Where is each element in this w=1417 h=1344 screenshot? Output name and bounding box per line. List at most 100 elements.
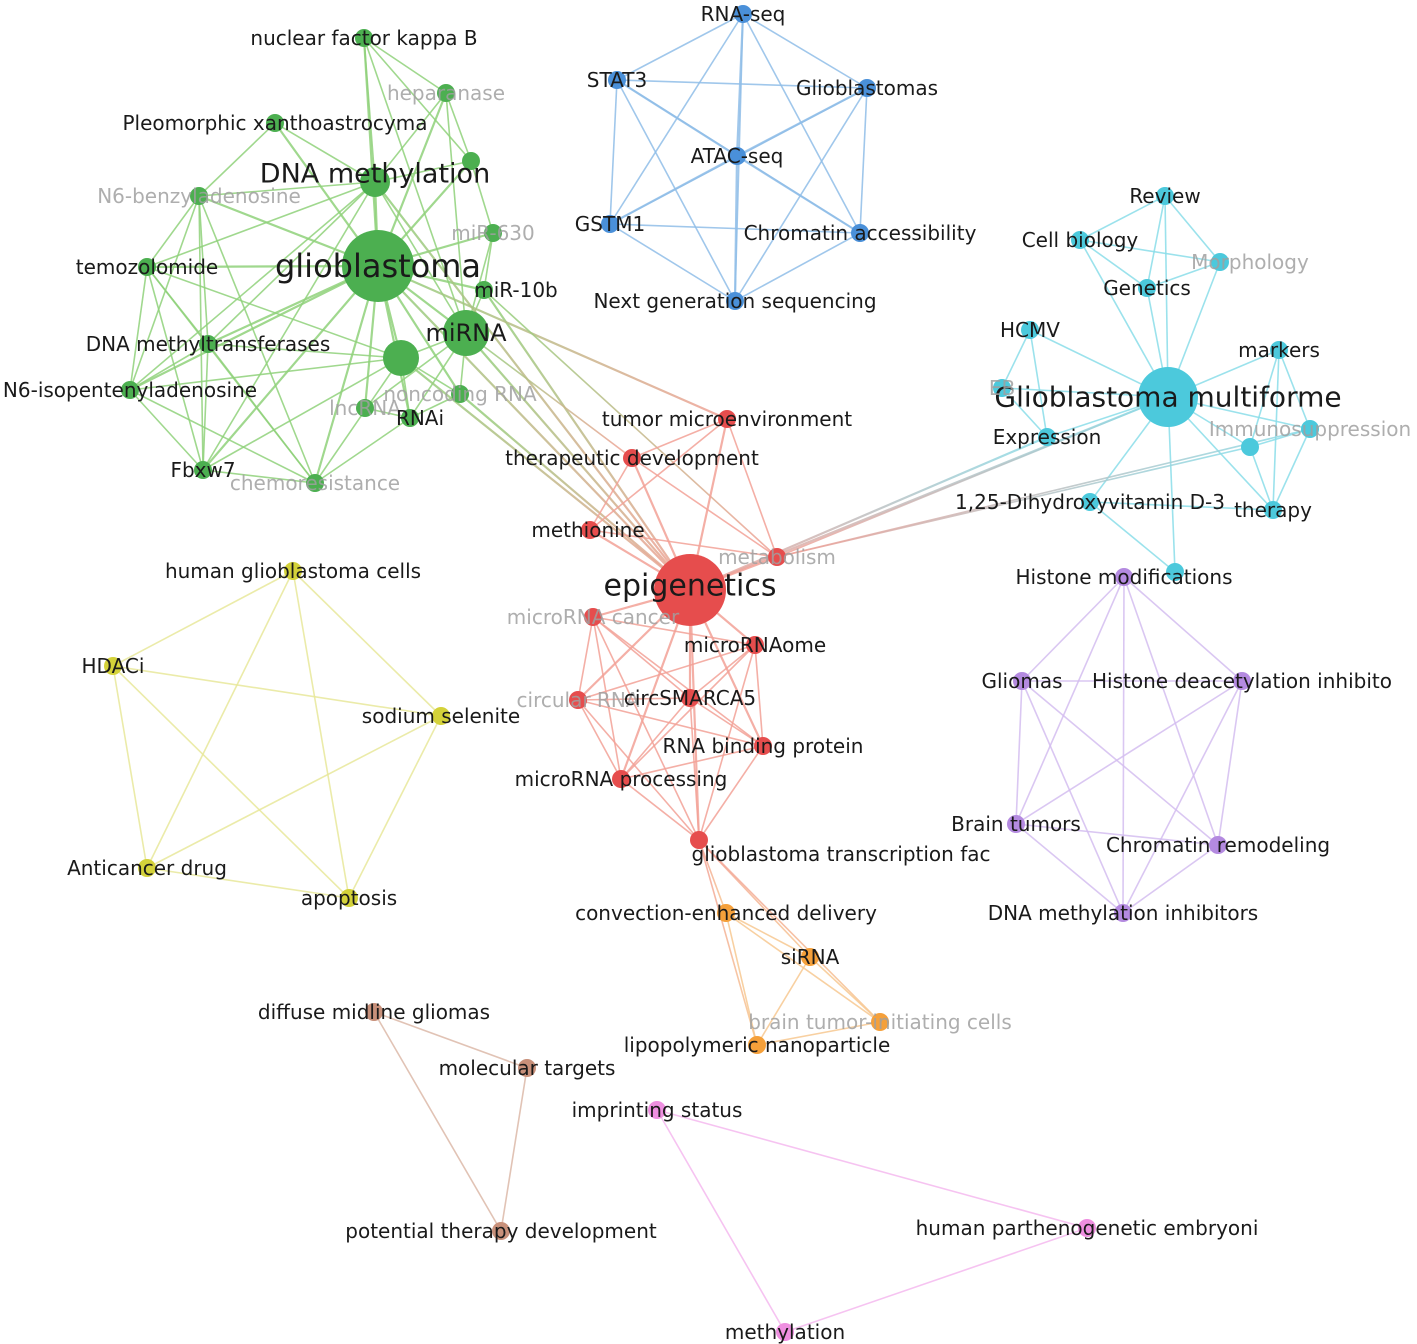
node-human-gbm-cells[interactable]: [284, 562, 302, 580]
node-nfkb[interactable]: [355, 29, 373, 47]
node-mir10b[interactable]: [475, 281, 493, 299]
node-methionine[interactable]: [581, 521, 599, 539]
node-gbm-multiforme[interactable]: [1138, 367, 1198, 427]
node-morphology[interactable]: [1211, 253, 1229, 271]
edge-glioblastoma-fbxw7: [202, 265, 379, 471]
node-mirna[interactable]: [443, 310, 489, 356]
edge-human-gbm-cells-hdaci: [112, 570, 294, 667]
node-imprinting[interactable]: [648, 1101, 666, 1119]
node-temozolomide[interactable]: [138, 258, 156, 276]
edge-circular-rna-circsmarca5: [577, 697, 691, 701]
node-micrornaome[interactable]: [746, 636, 764, 654]
edge-hcmv-expression: [1029, 329, 1048, 438]
node-noncoding[interactable]: [451, 385, 469, 403]
node-potential-therapy[interactable]: [492, 1222, 510, 1240]
node-btic[interactable]: [871, 1013, 889, 1031]
node-rnai[interactable]: [401, 409, 419, 427]
node-apoptosis[interactable]: [340, 889, 358, 907]
node-gstm1[interactable]: [601, 215, 619, 233]
node-markers[interactable]: [1270, 341, 1288, 359]
node-sodium-selenite[interactable]: [432, 707, 450, 725]
node-hdaci[interactable]: [104, 657, 122, 675]
node-mir630[interactable]: [484, 224, 502, 242]
node-tumor-micro[interactable]: [718, 410, 736, 428]
node-gbm-tf[interactable]: [690, 831, 708, 849]
node-hdac-inhib[interactable]: [1233, 672, 1251, 690]
node-cyan-b[interactable]: [1166, 563, 1184, 581]
node-anticancer[interactable]: [138, 859, 156, 877]
node-methylation[interactable]: [776, 1323, 794, 1341]
label-markers: markers: [1238, 338, 1320, 362]
node-chromatin-acc[interactable]: [851, 224, 869, 242]
label-lipopoly: lipopolymeric nanoparticle: [624, 1033, 891, 1057]
node-dna-methylation[interactable]: [360, 167, 390, 197]
label-hcmv: HCMV: [1000, 318, 1060, 342]
node-circular-rna[interactable]: [569, 691, 587, 709]
edge-nfkb-green-a: [363, 37, 472, 162]
node-atacseq[interactable]: [728, 147, 746, 165]
node-mirna-processing[interactable]: [612, 770, 630, 788]
node-immunosuppression[interactable]: [1301, 420, 1319, 438]
node-eb[interactable]: [993, 379, 1011, 397]
edge-review-cell-biology: [1079, 195, 1166, 241]
node-convection[interactable]: [717, 904, 735, 922]
node-glioblastomas[interactable]: [858, 79, 876, 97]
node-dna-meth-inhib[interactable]: [1114, 904, 1132, 922]
edge-gliomas-dna-meth-inhib: [1021, 680, 1124, 914]
node-hcmv[interactable]: [1021, 321, 1039, 339]
node-rbp[interactable]: [754, 737, 772, 755]
node-circsmarca5[interactable]: [681, 689, 699, 707]
label-pleomorphic: Pleomorphic xanthoastrocyma: [122, 111, 427, 135]
node-cyan-a[interactable]: [1241, 438, 1259, 456]
node-microrna-cancer[interactable]: [584, 608, 602, 626]
edge-microrna-cancer-circsmarca5: [592, 616, 691, 699]
edge-diffuse-midline-potential-therapy: [373, 1011, 502, 1232]
node-lipopoly[interactable]: [748, 1036, 766, 1054]
node-gliomas[interactable]: [1013, 672, 1031, 690]
node-green-hub[interactable]: [383, 340, 419, 376]
node-chemoresistance[interactable]: [306, 474, 324, 492]
node-epigenetics[interactable]: [654, 554, 726, 626]
label-therapeutic-dev: therapeutic development: [505, 446, 759, 470]
node-glioblastoma[interactable]: [342, 230, 414, 302]
node-brain-tumors[interactable]: [1007, 815, 1025, 833]
node-genetics[interactable]: [1138, 279, 1156, 297]
node-histone-mod[interactable]: [1115, 568, 1133, 586]
edge-markers-therapy: [1272, 349, 1280, 511]
node-stat3[interactable]: [608, 71, 626, 89]
node-fbxw7[interactable]: [194, 461, 212, 479]
node-therapy[interactable]: [1264, 501, 1282, 519]
node-n6-isopent[interactable]: [121, 381, 139, 399]
node-heparanase[interactable]: [437, 84, 455, 102]
label-temozolomide: temozolomide: [76, 255, 218, 279]
node-green-a[interactable]: [462, 152, 480, 170]
node-dnmt[interactable]: [199, 335, 217, 353]
node-rnaseq[interactable]: [734, 5, 752, 23]
node-lncrna[interactable]: [356, 399, 374, 417]
node-sirna[interactable]: [801, 948, 819, 966]
node-n6-benzyl[interactable]: [190, 187, 208, 205]
node-molecular-targets[interactable]: [518, 1059, 536, 1077]
node-diffuse-midline[interactable]: [365, 1003, 383, 1021]
node-expression[interactable]: [1038, 428, 1056, 446]
node-cell-biology[interactable]: [1071, 231, 1089, 249]
edge-cell-biology-genetics: [1079, 239, 1148, 289]
edge-glioblastoma-temozolomide: [146, 264, 379, 269]
node-vitd3[interactable]: [1081, 493, 1099, 511]
node-pleomorphic[interactable]: [266, 114, 284, 132]
node-metabolism[interactable]: [768, 548, 786, 566]
edge-n6-benzyl-chemoresistance: [198, 195, 316, 484]
edge-brain-tumors-chromatin-rem: [1015, 823, 1219, 846]
node-chromatin-rem[interactable]: [1209, 836, 1227, 854]
label-dna-meth-inhib: DNA methylation inhibitors: [988, 901, 1258, 925]
label-methylation: methylation: [725, 1320, 845, 1344]
edge-review-genetics: [1146, 195, 1166, 289]
node-parthenogenetic[interactable]: [1078, 1219, 1096, 1237]
label-hdaci: HDACi: [82, 654, 145, 678]
edge-mirna-processing-gbm-tf: [620, 778, 700, 841]
edge-gstm1-chromatin-acc: [609, 223, 861, 234]
node-review[interactable]: [1156, 187, 1174, 205]
label-rnai: RNAi: [396, 406, 444, 430]
node-ngs[interactable]: [726, 292, 744, 310]
node-therapeutic-dev[interactable]: [623, 449, 641, 467]
